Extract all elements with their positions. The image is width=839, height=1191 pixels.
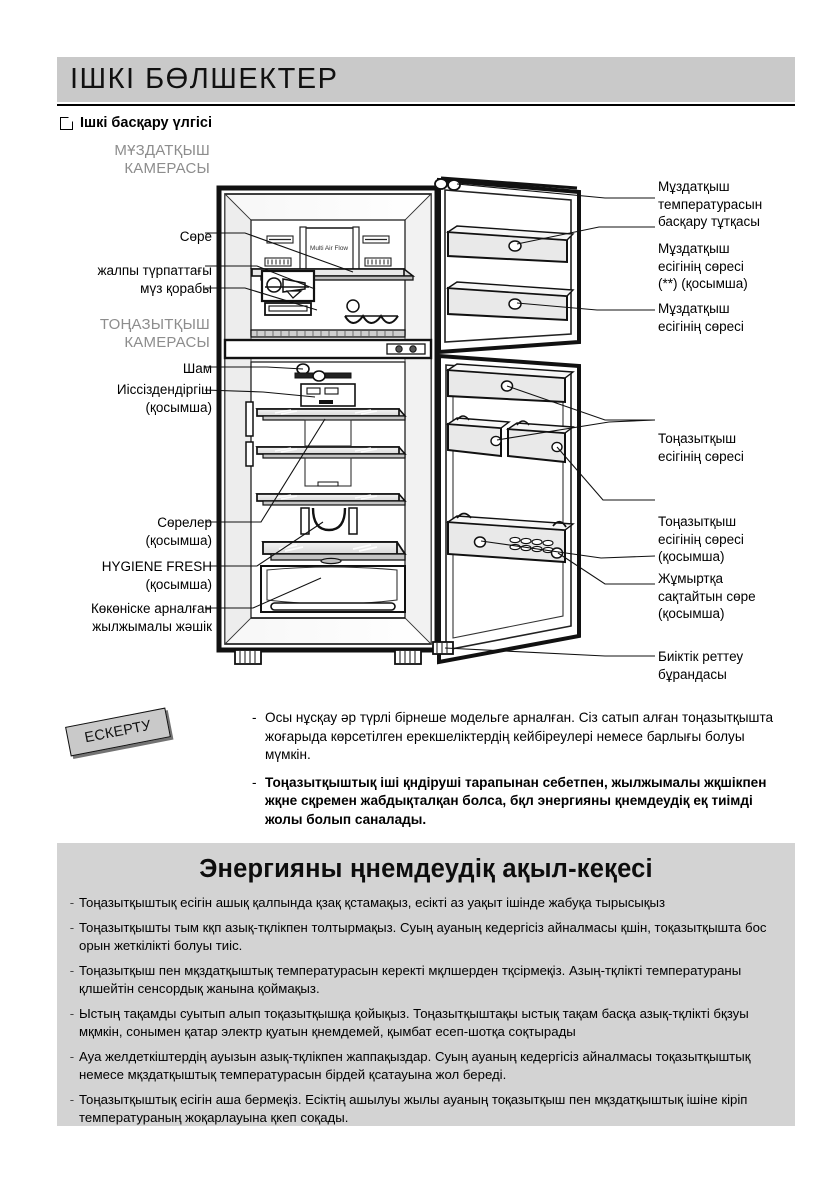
note-item-list: - Осы нұсқау әр түрлі бірнеше модельге а… bbox=[252, 709, 782, 838]
callout-freezer-door-shelf-optional: Мұздатқыш есігінің сөресі (**) (қосымша) bbox=[658, 241, 748, 291]
cabinet-feet bbox=[234, 649, 422, 665]
energy-tip-text: Тоңазытқыштық есігін ашық қалпында қзақ … bbox=[79, 895, 666, 910]
freezer-compartment-line1: МҰЗДАТҚЫШ bbox=[114, 142, 210, 159]
leader-lines-right bbox=[444, 183, 655, 657]
energy-tip-text: Ыстың тақамды суытып алып тоқазытқышқа қ… bbox=[79, 1006, 749, 1039]
fridge-shelf-3 bbox=[255, 493, 407, 506]
fridge-shelf-1 bbox=[255, 408, 407, 421]
fridge-door-shelf-top bbox=[445, 363, 575, 404]
energy-tip: - Ауа желдеткіштердің ауызын азық-тқлікп… bbox=[65, 1048, 779, 1084]
page-title: ІШКІ БӨЛШЕКТЕР bbox=[70, 63, 339, 95]
callout-fridge-door-shelf: Тоңазытқыш есігінің сөресі bbox=[658, 431, 744, 464]
subheading-label: Ішкі басқару үлгісі bbox=[80, 115, 213, 131]
multi-air-flow-label: Multi Air Flow bbox=[310, 245, 348, 252]
freezer-floor-grille bbox=[250, 329, 406, 338]
note-dash: - bbox=[252, 710, 257, 725]
fridge-compartment-line1: ТОҢАЗЫТҚЫШ bbox=[99, 316, 210, 333]
energy-tip-dash: - bbox=[69, 1006, 75, 1021]
energy-tip-dash: - bbox=[69, 920, 75, 935]
energy-tip-text: Тоңазытқыштық есігін аша бермеқіз. Есікт… bbox=[79, 1092, 748, 1125]
callout-freezer-door-shelf: Мұздатқыш есігінің сөресі bbox=[658, 301, 744, 334]
energy-tip-dash: - bbox=[69, 1092, 75, 1107]
subheading: Ішкі басқару үлгісі bbox=[60, 115, 212, 131]
fridge-shelf-2 bbox=[255, 446, 407, 459]
hygiene-fresh-module bbox=[300, 507, 358, 535]
energy-panel-title: Энергияны ңнемдеудіқ ақыл-кеқесі bbox=[199, 855, 653, 883]
callout-lamp: Шам bbox=[182, 361, 212, 376]
energy-tip: - Тоңазытқышты тым кқп азық-тқлікпен тол… bbox=[65, 919, 779, 955]
compartment-divider bbox=[223, 338, 433, 360]
energy-tip-text: Ауа желдеткіштердің ауызын азық-тқлікпен… bbox=[79, 1049, 751, 1082]
energy-saving-panel: Энергияны ңнемдеудіқ ақыл-кеқесі - Тоңаз… bbox=[57, 843, 795, 1126]
fridge-shelf-4 bbox=[261, 541, 407, 565]
leader-lines-left bbox=[205, 232, 354, 609]
deodorizer bbox=[300, 383, 356, 407]
energy-tip-dash: - bbox=[69, 963, 75, 978]
fridge-door bbox=[432, 353, 581, 665]
fridge-door-shelf-bottom bbox=[445, 512, 575, 564]
freezer-door bbox=[434, 176, 581, 355]
shelf-rails bbox=[245, 401, 254, 467]
bullet-square-icon bbox=[60, 115, 74, 130]
callout-shelves: Сөрелер (қосымша) bbox=[145, 515, 212, 548]
ice-box bbox=[260, 269, 316, 316]
note-item: - Тоңазытқыштық іші қндіруші тарапынан с… bbox=[252, 774, 782, 830]
energy-tip-text: Тоңазытқыш пен мқздатқыштық температурас… bbox=[79, 963, 742, 996]
callout-leveling-screw: Биіктік реттеу бұрандасы bbox=[658, 649, 744, 682]
header-divider bbox=[57, 104, 795, 106]
energy-tip-list: - Тоңазытқыштық есігін ашық қалпында қза… bbox=[57, 894, 795, 1127]
callout-vegetable-drawer: Көкөніске арналған жылжымалы жәшік bbox=[90, 601, 212, 634]
freezer-tray bbox=[344, 299, 399, 324]
energy-tip: - Тоңазытқыш пен мқздатқыштық температур… bbox=[65, 962, 779, 998]
fridge-door-shelf-bin-left bbox=[445, 415, 511, 458]
note-text: Осы нұсқау әр түрлі бірнеше модельге арн… bbox=[265, 710, 774, 762]
callout-ice-box: жалпы түрпаттағы мүз қорабы bbox=[97, 263, 213, 296]
note-item: - Осы нұсқау әр түрлі бірнеше модельге а… bbox=[252, 709, 782, 765]
page-header-bar: ІШКІ БӨЛШЕКТЕР bbox=[57, 57, 795, 102]
freezer-compartment-caption: МҰЗДАТҚЫШ КАМЕРАСЫ bbox=[60, 142, 210, 178]
freezer-door-shelf-lower bbox=[445, 281, 575, 322]
leveling-screw bbox=[432, 641, 454, 655]
freezer-compartment: Multi Air Flow bbox=[249, 219, 416, 338]
fridge-compartment bbox=[245, 361, 407, 619]
refrigerator-diagram: Multi Air Flow bbox=[205, 170, 655, 680]
energy-tip: - Тоңазытқыштық есігін аша бермеқіз. Есі… bbox=[65, 1091, 779, 1127]
energy-tip: - Тоңазытқыштық есігін ашық қалпында қза… bbox=[65, 894, 779, 912]
lamp bbox=[294, 363, 352, 382]
energy-tip-dash: - bbox=[69, 1049, 75, 1064]
vegetable-drawer bbox=[260, 565, 406, 613]
fridge-compartment-caption: ТОҢАЗЫТҚЫШ КАМЕРАСЫ bbox=[40, 316, 210, 352]
callout-shelf: Сөре bbox=[179, 229, 212, 244]
callout-deodorizer: Иіссіздендіргіш (қосымша) bbox=[116, 382, 212, 415]
energy-tip-text: Тоңазытқышты тым кқп азық-тқлікпен толты… bbox=[79, 920, 767, 953]
note-block: ЕСКЕРТУ - Осы нұсқау әр түрлі бірнеше мо… bbox=[62, 703, 782, 838]
fridge-door-shelf-bin-right bbox=[505, 420, 575, 464]
callout-temperature-control: Мұздатқыш температурасын басқару тұтқасы bbox=[658, 179, 763, 229]
callout-hygiene-fresh: HYGIENE FRESH (қосымша) bbox=[101, 559, 212, 592]
callout-egg-tray: Жұмыртқа сақтайтын сөре (қосымша) bbox=[658, 571, 756, 621]
callout-fridge-door-shelf-optional: Тоңазытқыш есігінің сөресі (қосымша) bbox=[658, 514, 744, 564]
note-tag: ЕСКЕРТУ bbox=[65, 707, 171, 757]
freezer-compartment-line2: КАМЕРАСЫ bbox=[124, 160, 210, 177]
energy-tip-dash: - bbox=[69, 895, 75, 910]
note-dash: - bbox=[252, 774, 257, 790]
energy-tip: - Ыстың тақамды суытып алып тоқазытқышқа… bbox=[65, 1005, 779, 1041]
note-text: Тоңазытқыштық іші қндіруші тарапынан себ… bbox=[265, 774, 767, 827]
fridge-compartment-line2: КАМЕРАСЫ bbox=[124, 334, 210, 351]
